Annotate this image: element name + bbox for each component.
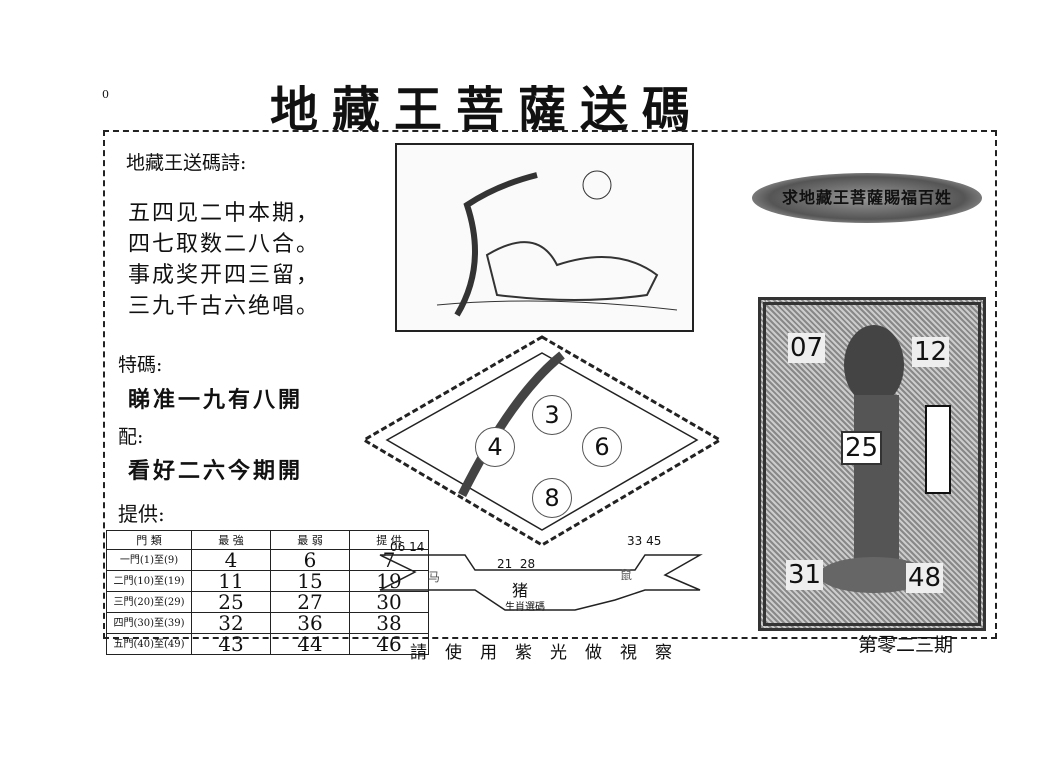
cell: 6 [270,549,350,571]
cell: 43 [191,633,271,655]
panel-number: 07 [788,333,826,363]
provide-label: 提供: [118,502,165,526]
left-numbers: 06 14 [390,540,425,554]
row-label: 二門(10)至(19) [106,570,192,592]
bodhisattva-panel: 07 12 25 31 48 [758,297,986,631]
illustration-sage [395,143,694,332]
cell: 25 [191,591,271,613]
blessing-banner: 求地藏王菩薩賜福百姓 [752,173,982,223]
corner-mark: 0 [102,88,109,101]
zodiac-ribbon [379,554,703,611]
page-title: 地藏王菩薩送碼 [270,82,705,138]
zodiac-caption: 生肖選碼 [505,602,545,613]
special-label: 特碼: [118,354,163,376]
diamond-frame [362,335,722,547]
panel-number: 48 [906,563,944,593]
footer-note: 請使用紫光做視察 [410,643,690,663]
cell: 36 [270,612,350,634]
sage-drawing [436,170,678,317]
pair-text: 看好二六今期開 [128,458,304,484]
row-label: 一門(1)至(9) [106,549,192,571]
poem-line: 五四见二中本期， [128,201,321,226]
cell: 44 [270,633,350,655]
row-label: 四門(30)至(39) [106,612,192,634]
pair-label: 配: [118,426,144,448]
number-ball: 4 [475,427,515,467]
period-label: 第零二三期 [858,634,954,656]
center-animal: 猪 [512,581,529,600]
number-ball: 8 [532,478,572,518]
cell: 11 [191,570,271,592]
table-header: 最 強 [191,530,271,550]
left-animal: 马 [428,570,441,584]
panel-center-number: 25 [841,431,883,465]
table-header: 最 弱 [270,530,350,550]
table-header: 門 類 [106,530,192,550]
cell: 4 [191,549,271,571]
right-animal: 鼠 [620,568,633,582]
cell: 15 [270,570,350,592]
number-ball: 6 [582,427,622,467]
poem-line: 事成奖开四三留， [128,263,321,288]
middle-numbers: 21 28 [497,557,536,571]
special-text: 睇准一九有八開 [128,387,304,413]
cell: 46 [349,633,429,655]
panel-number: 31 [786,560,824,590]
poem-heading: 地藏王送碼詩: [126,152,247,174]
row-label: 三門(20)至(29) [106,591,192,613]
cell: 32 [191,612,271,634]
poem-line: 四七取数二八合。 [128,232,321,257]
poem-line: 三九千古六绝唱。 [128,294,321,319]
bodhisattva-figure [819,325,929,593]
dashed-frame [103,130,997,639]
cell: 27 [270,591,350,613]
row-label: 五門(40)至(49) [106,633,192,655]
cell: 38 [349,612,429,634]
right-numbers: 33 45 [627,534,662,548]
number-ball: 3 [532,395,572,435]
vertical-badge [925,405,951,494]
panel-number: 12 [912,337,950,367]
